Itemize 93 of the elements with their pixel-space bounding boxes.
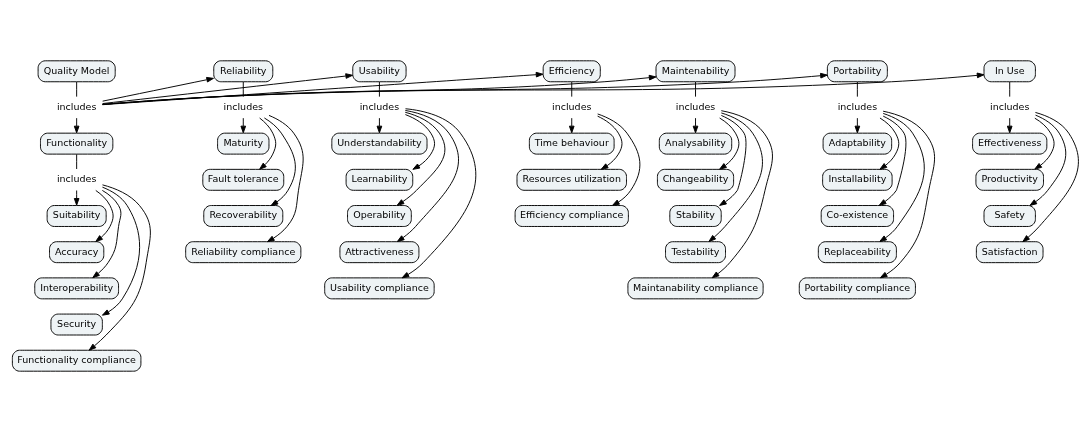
arrow [102, 71, 544, 105]
arrow [396, 109, 459, 242]
arrow [102, 72, 985, 105]
connector [242, 81, 244, 97]
node-box: Recoverability [203, 204, 284, 227]
arrow [102, 72, 828, 105]
arrow [88, 183, 151, 351]
node-text: includes [552, 100, 592, 112]
node-box: In Use [983, 59, 1036, 82]
arrow [708, 111, 763, 242]
node-box: Replaceability [817, 240, 897, 263]
arrow [711, 109, 773, 278]
node-box: Portability compliance [798, 276, 916, 299]
node-box: Functionality compliance [11, 349, 142, 372]
node-box: Suitability [46, 204, 107, 227]
node-box: Efficiency [542, 59, 601, 82]
arrow [263, 116, 296, 206]
node-text: includes [837, 100, 878, 112]
arrow [240, 117, 247, 133]
node-box: Usability compliance [324, 276, 435, 299]
arrow [73, 189, 80, 206]
node-box: Security [50, 313, 103, 335]
connector [378, 81, 380, 97]
connector [1009, 81, 1011, 97]
node-box: Testability [665, 240, 726, 263]
arrow [102, 76, 214, 102]
arrow [396, 111, 446, 206]
node-text: includes [359, 100, 400, 112]
node-text: includes [56, 100, 97, 112]
node-box: Functionality [40, 132, 114, 155]
arrow [404, 113, 436, 170]
node-box: Fault tolerance [202, 168, 285, 191]
node-box: Quality Model [37, 59, 116, 82]
arrow [879, 117, 900, 170]
node-box: Resources utilization [516, 168, 627, 191]
node-box: Productivity [975, 168, 1044, 191]
node-box: Attractiveness [339, 240, 420, 263]
arrow [1029, 114, 1067, 206]
arrow [1006, 117, 1013, 133]
node-box: Accuracy [49, 240, 105, 263]
node-box: Understandability [331, 132, 428, 155]
arrow [73, 117, 80, 133]
node-box: Effectiveness [972, 132, 1048, 155]
connector [76, 81, 78, 97]
connector [571, 81, 573, 97]
arrow [95, 189, 114, 242]
node-text: includes [223, 100, 263, 112]
arrow [267, 114, 304, 242]
arrow [92, 189, 122, 278]
arrow [719, 114, 747, 206]
node-box: Maintanability compliance [627, 276, 764, 299]
node-box: Learnability [345, 168, 414, 191]
node-box: Maturity [217, 132, 270, 155]
connector [695, 81, 696, 97]
node-text: includes [56, 172, 97, 184]
arrow [376, 117, 383, 133]
node-box: Safety [983, 204, 1036, 227]
connector [856, 81, 858, 97]
node-box: Maintenability [655, 59, 736, 82]
connector [76, 153, 78, 169]
arrow [259, 117, 277, 170]
node-box: Analysability [658, 132, 733, 155]
node-box: Satisfaction [975, 240, 1044, 263]
arrow [597, 115, 623, 170]
arrow [102, 74, 657, 105]
arrow [102, 72, 354, 104]
node-box: Reliability [213, 59, 274, 82]
node-box: Efficiency compliance [514, 204, 629, 227]
node-box: Changeability [656, 168, 735, 191]
arrow [568, 117, 575, 133]
arrow [1022, 111, 1079, 242]
node-text: includes [675, 100, 716, 112]
arrow [854, 117, 861, 133]
node-box: Portability [826, 59, 888, 82]
node-text: includes [989, 100, 1030, 112]
node-box: Co-existence [820, 204, 895, 227]
arrow [719, 117, 740, 170]
node-box: Interoperability [34, 276, 120, 299]
node-box: Stability [669, 204, 722, 227]
arrow [401, 107, 477, 278]
arrow [101, 186, 141, 316]
node-box: Adaptability [822, 132, 893, 155]
arrow [692, 117, 699, 133]
arrow [1034, 117, 1055, 170]
node-box: Installability [822, 168, 893, 191]
arrow [879, 112, 925, 242]
node-box: Reliability compliance [185, 240, 302, 263]
node-box: Usability [352, 59, 407, 82]
node-box: Operability [347, 204, 412, 227]
node-box: Time behaviour [528, 132, 615, 155]
arrow [878, 115, 907, 206]
arrow [879, 110, 935, 278]
arrow [597, 112, 641, 206]
